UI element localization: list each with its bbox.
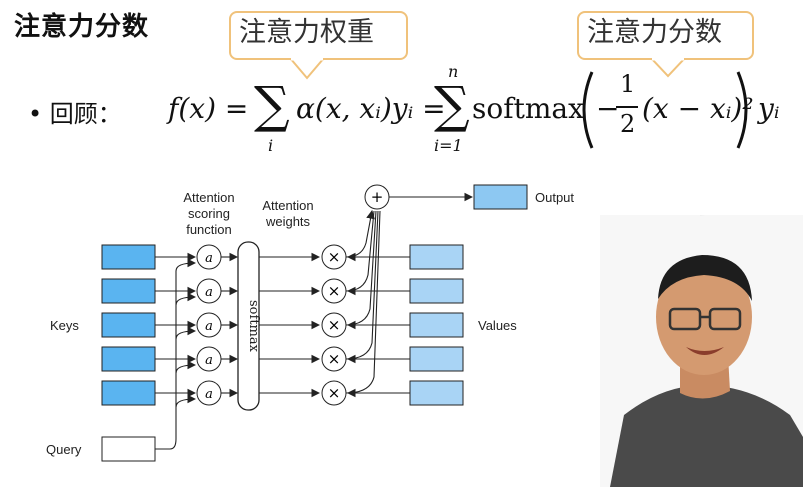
callout-weight-tail <box>288 58 326 80</box>
callout-score-tail <box>649 58 687 78</box>
key-box <box>101 312 156 338</box>
label-output: Output <box>535 190 574 205</box>
formula-minus: − <box>596 92 620 125</box>
label-values: Values <box>478 318 517 333</box>
value-box <box>409 278 464 304</box>
score-node: a <box>196 380 222 406</box>
multiply-node: × <box>321 380 347 406</box>
formula-tail: yᵢ <box>758 92 780 125</box>
svg-text:×: × <box>328 350 341 368</box>
value-box <box>409 312 464 338</box>
formula-sum2-sub: i=1 <box>434 136 463 155</box>
sum-node: + <box>364 184 390 210</box>
attention-diagram: Attention scoring function Attention wei… <box>46 184 574 462</box>
label-attention-weights-2: weights <box>265 214 311 229</box>
query-box <box>101 436 156 462</box>
bullet-recall: • 回顾： <box>28 100 122 128</box>
svg-text:a: a <box>205 285 213 300</box>
key-box <box>101 380 156 406</box>
formula-frac-den: 2 <box>620 110 636 138</box>
svg-text:×: × <box>328 384 341 402</box>
formula-row: • 回顾： f(x) = ∑ i α(x, xᵢ)yᵢ = ∑ n i=1 so… <box>0 62 803 160</box>
formula-frac-num: 1 <box>620 70 636 98</box>
key-box <box>101 278 156 304</box>
score-node: a <box>196 312 222 338</box>
softmax-label: softmax <box>246 300 261 353</box>
label-keys: Keys <box>50 318 79 333</box>
formula-right-paren <box>736 71 748 149</box>
svg-text:a: a <box>205 353 213 368</box>
formula-left-paren <box>582 71 594 149</box>
value-box <box>409 380 464 406</box>
svg-text:a: a <box>205 319 213 334</box>
label-attention-scoring-2: scoring <box>188 206 230 221</box>
multiply-node: × <box>321 312 347 338</box>
label-attention-scoring-3: function <box>186 222 232 237</box>
svg-text:+: + <box>371 188 384 206</box>
label-attention-scoring-1: Attention <box>183 190 234 205</box>
formula-inner: (x − xᵢ)² <box>642 92 754 125</box>
formula-lhs: f(x) = <box>168 92 249 125</box>
formula-sum2-sup: n <box>448 62 459 81</box>
svg-text:×: × <box>328 248 341 266</box>
presenter-video <box>600 215 803 487</box>
formula-sum1-sub: i <box>268 136 274 155</box>
label-attention-weights-1: Attention <box>262 198 313 213</box>
key-box <box>101 346 156 372</box>
svg-text:a: a <box>205 251 213 266</box>
multiply-node: × <box>321 278 347 304</box>
score-node: a <box>196 244 222 270</box>
multiply-node: × <box>321 346 347 372</box>
score-node: a <box>196 346 222 372</box>
formula-term1: α(x, xᵢ)yᵢ = <box>296 92 446 125</box>
key-box <box>101 244 156 270</box>
svg-text:×: × <box>328 316 341 334</box>
formula-softmax: softmax <box>472 92 584 125</box>
output-box <box>473 184 528 210</box>
slide-title: 注意力分数 <box>14 12 150 42</box>
svg-text:×: × <box>328 282 341 300</box>
svg-text:a: a <box>205 387 213 402</box>
value-box <box>409 244 464 270</box>
callout-attention-score: 注意力分数 <box>577 11 754 60</box>
value-box <box>409 346 464 372</box>
callout-attention-weight: 注意力权重 <box>229 11 408 60</box>
label-query: Query <box>46 442 82 457</box>
formula-frac-bar <box>616 106 638 108</box>
multiply-node: × <box>321 244 347 270</box>
formula-sum2: ∑ <box>434 76 470 134</box>
formula-sum1: ∑ <box>254 76 290 134</box>
score-node: a <box>196 278 222 304</box>
